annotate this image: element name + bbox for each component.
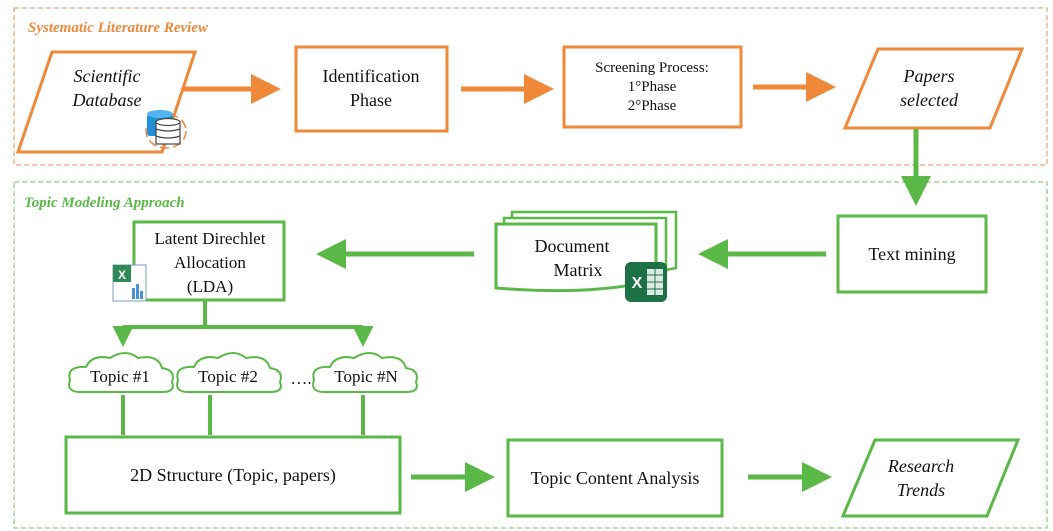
text-mining-node: Text mining: [836, 214, 988, 294]
tma-section-title: Topic Modeling Approach: [24, 195, 185, 211]
document-matrix-label-1: Document: [535, 236, 610, 256]
excel-icon: X: [625, 262, 667, 302]
lda-label-2: Allocation: [174, 253, 246, 272]
lda-node: Latent Direchlet Allocation (LDA): [132, 220, 286, 302]
research-trends-label-1: Research: [887, 456, 954, 476]
excel-icon-glyph: X: [632, 275, 643, 292]
topic-content-analysis-label: Topic Content Analysis: [531, 468, 700, 488]
lda-branch-connector: [112, 300, 374, 347]
topic-2-cloud: Topic #2: [176, 352, 282, 393]
topic-to-structure-connectors: [121, 395, 365, 435]
lda-label-1: Latent Direchlet: [155, 229, 266, 248]
research-trends-label-2: Trends: [897, 480, 945, 500]
research-trends-node: Research Trends: [840, 438, 1021, 518]
2d-structure-node: 2D Structure (Topic, papers): [64, 435, 402, 515]
document-matrix-label-2: Matrix: [554, 260, 603, 280]
topic-1-label: Topic #1: [90, 367, 150, 386]
screening-label-1: Screening Process:: [595, 60, 709, 76]
scientific-database-label-1: Scientific: [74, 66, 141, 86]
topic-n-cloud: Topic #N: [312, 352, 418, 393]
identification-label-1: Identification: [323, 66, 420, 86]
screening-label-2: 1°Phase: [628, 79, 677, 95]
identification-label-2: Phase: [350, 90, 392, 110]
slr-section-title: Systematic Literature Review: [28, 20, 209, 36]
screening-process-node: Screening Process: 1°Phase 2°Phase: [562, 45, 743, 129]
lda-label-3: (LDA): [187, 277, 233, 296]
database-icon: [145, 110, 187, 149]
document-matrix-node: Document Matrix: [494, 210, 678, 293]
topics-ellipsis: ….: [290, 369, 311, 388]
identification-phase-node: Identification Phase: [294, 45, 449, 133]
screening-label-3: 2°Phase: [628, 98, 677, 114]
slr-section-box: [13, 7, 1048, 166]
spreadsheet-icon-glyph: X: [118, 268, 126, 282]
scientific-database-label-2: Database: [72, 90, 142, 110]
papers-selected-label-2: selected: [900, 90, 959, 110]
topic-content-analysis-node: Topic Content Analysis: [506, 438, 724, 518]
topic-1-cloud: Topic #1: [68, 352, 174, 393]
papers-selected-node: Papers selected: [842, 47, 1025, 130]
2d-structure-label: 2D Structure (Topic, papers): [130, 465, 336, 486]
tma-section-box: [13, 181, 1048, 529]
papers-selected-label-1: Papers: [903, 66, 955, 86]
topic-n-label: Topic #N: [334, 367, 398, 386]
text-mining-label: Text mining: [868, 244, 955, 264]
topic-2-label: Topic #2: [198, 367, 258, 386]
spreadsheet-chart-icon: X: [112, 264, 147, 302]
